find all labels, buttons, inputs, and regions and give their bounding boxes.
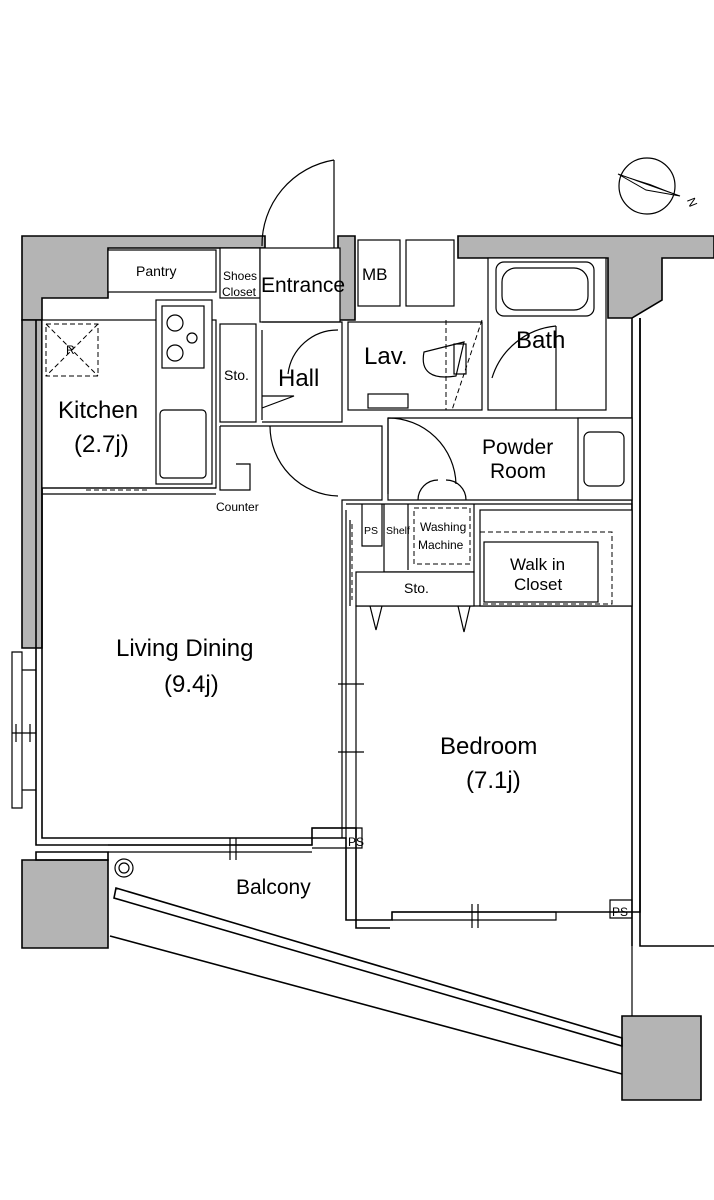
pantry: Pantry: [107, 249, 217, 293]
svg-text:Walk in: Walk in: [510, 555, 565, 574]
hall: Hall: [261, 321, 343, 423]
ps-balcony: PS: [312, 827, 364, 849]
svg-text:Pantry: Pantry: [136, 263, 176, 279]
ps-bedroom: PS: [609, 899, 633, 919]
balcony-label: Balcony: [236, 876, 311, 899]
svg-text:(2.7j): (2.7j): [74, 431, 129, 458]
compass-north-label: N: [684, 196, 700, 209]
svg-text:Room: Room: [490, 460, 546, 483]
bedroom-window: [392, 904, 557, 928]
bedroom-size: (7.1j): [466, 767, 521, 794]
svg-text:Washing: Washing: [420, 520, 466, 534]
svg-text:Counter: Counter: [216, 500, 259, 514]
entrance: Entrance: [259, 247, 345, 323]
svg-text:Shelf: Shelf: [386, 525, 410, 537]
svg-text:MB: MB: [362, 265, 388, 284]
svg-text:PS: PS: [348, 835, 364, 849]
sliding-partition: [338, 510, 364, 838]
svg-text:Lav.: Lav.: [364, 343, 408, 370]
balcony: Balcony: [35, 838, 633, 1075]
svg-text:Entrance: Entrance: [261, 274, 345, 297]
svg-text:Sto.: Sto.: [404, 580, 429, 596]
svg-text:Machine: Machine: [418, 538, 464, 552]
svg-text:Kitchen: Kitchen: [58, 397, 138, 424]
svg-text:PS: PS: [612, 905, 628, 919]
drain-icon: [114, 858, 134, 878]
storage-hall: Sto.: [219, 323, 257, 423]
meter-box: MB: [357, 239, 455, 307]
svg-text:R: R: [66, 343, 75, 357]
walk-in-closet: Walk in Closet: [479, 509, 633, 607]
counter-area: Counter: [216, 425, 383, 838]
living-dining-size: (9.4j): [164, 671, 219, 698]
powder-room: Powder Room: [387, 417, 633, 501]
living-dining-label: Living Dining: [116, 635, 253, 662]
svg-text:Shoes: Shoes: [223, 269, 257, 283]
svg-text:Hall: Hall: [278, 365, 319, 392]
svg-text:Sto.: Sto.: [224, 367, 249, 383]
svg-text:Powder: Powder: [482, 436, 553, 459]
svg-text:Bath: Bath: [516, 327, 565, 354]
bath: Bath: [487, 257, 607, 411]
svg-text:PS: PS: [364, 525, 378, 537]
lavatory: Lav.: [347, 319, 483, 411]
storage-bedroom: Sto.: [355, 571, 475, 633]
utility-closets: PS Shelf Washing Machine: [346, 479, 633, 838]
bedroom-label: Bedroom: [440, 733, 537, 760]
svg-text:Closet: Closet: [222, 285, 257, 299]
kitchen: R Kitchen (2.7j): [41, 299, 217, 495]
svg-text:Closet: Closet: [514, 575, 562, 594]
compass: N: [617, 157, 700, 215]
shoes-closet: Shoes Closet: [219, 247, 261, 299]
entrance-door-icon: [261, 159, 335, 248]
